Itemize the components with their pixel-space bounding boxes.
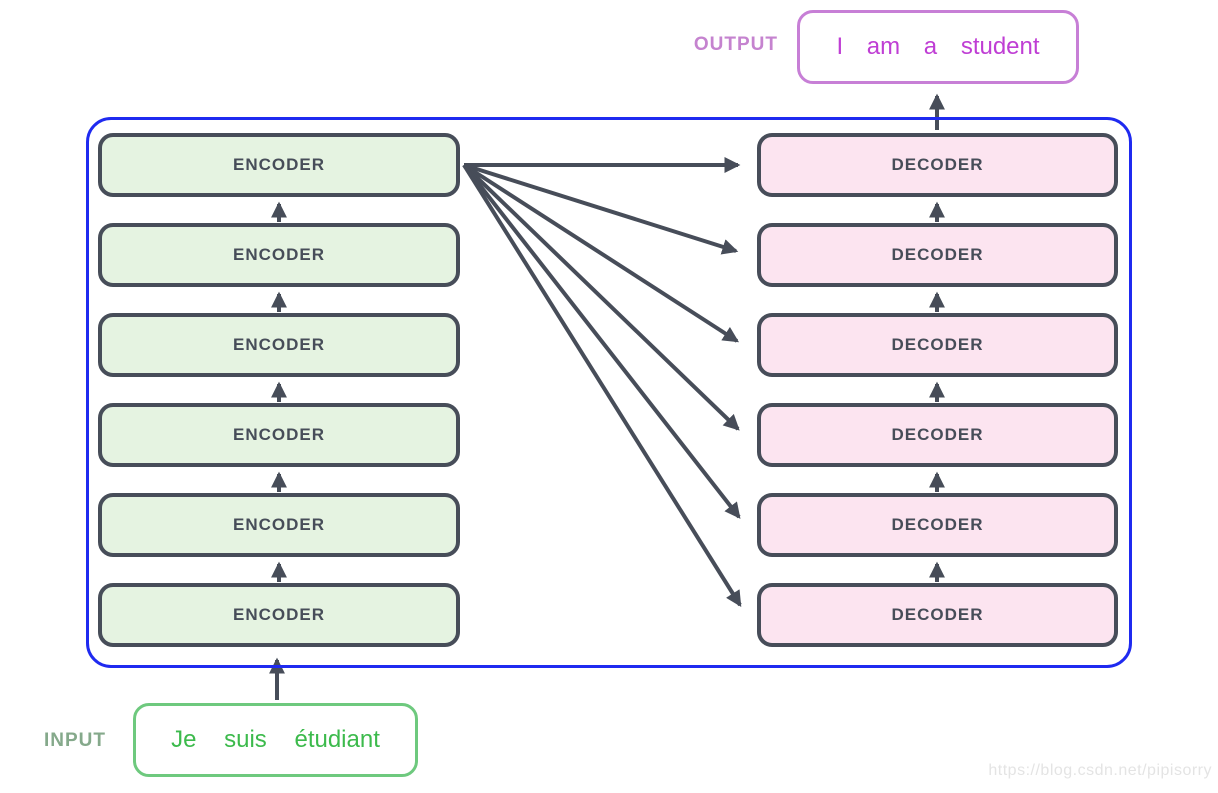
encoder-block-5: ENCODER	[98, 223, 460, 287]
encoder-block-3: ENCODER	[98, 403, 460, 467]
encoder-block-4: ENCODER	[98, 313, 460, 377]
output-label: OUTPUT	[693, 34, 778, 55]
decoder-block-5: DECODER	[757, 223, 1118, 287]
decoder-block-3: DECODER	[757, 403, 1118, 467]
output-box: I am a student	[797, 10, 1079, 84]
encoder-block-6: ENCODER	[98, 133, 460, 197]
decoder-block-6: DECODER	[757, 133, 1118, 197]
output-text: I am a student	[836, 33, 1040, 60]
encoder-block-1: ENCODER	[98, 583, 460, 647]
decoder-block-4: DECODER	[757, 313, 1118, 377]
decoder-block-1: DECODER	[757, 583, 1118, 647]
input-text: Je suis étudiant	[171, 726, 380, 753]
encoder-block-2: ENCODER	[98, 493, 460, 557]
decoder-block-2: DECODER	[757, 493, 1118, 557]
encoder-decoder-container	[86, 117, 1132, 668]
input-label: INPUT	[44, 730, 106, 751]
watermark-url: https://blog.csdn.net/pipisorry	[988, 762, 1212, 779]
input-box: Je suis étudiant	[133, 703, 418, 777]
